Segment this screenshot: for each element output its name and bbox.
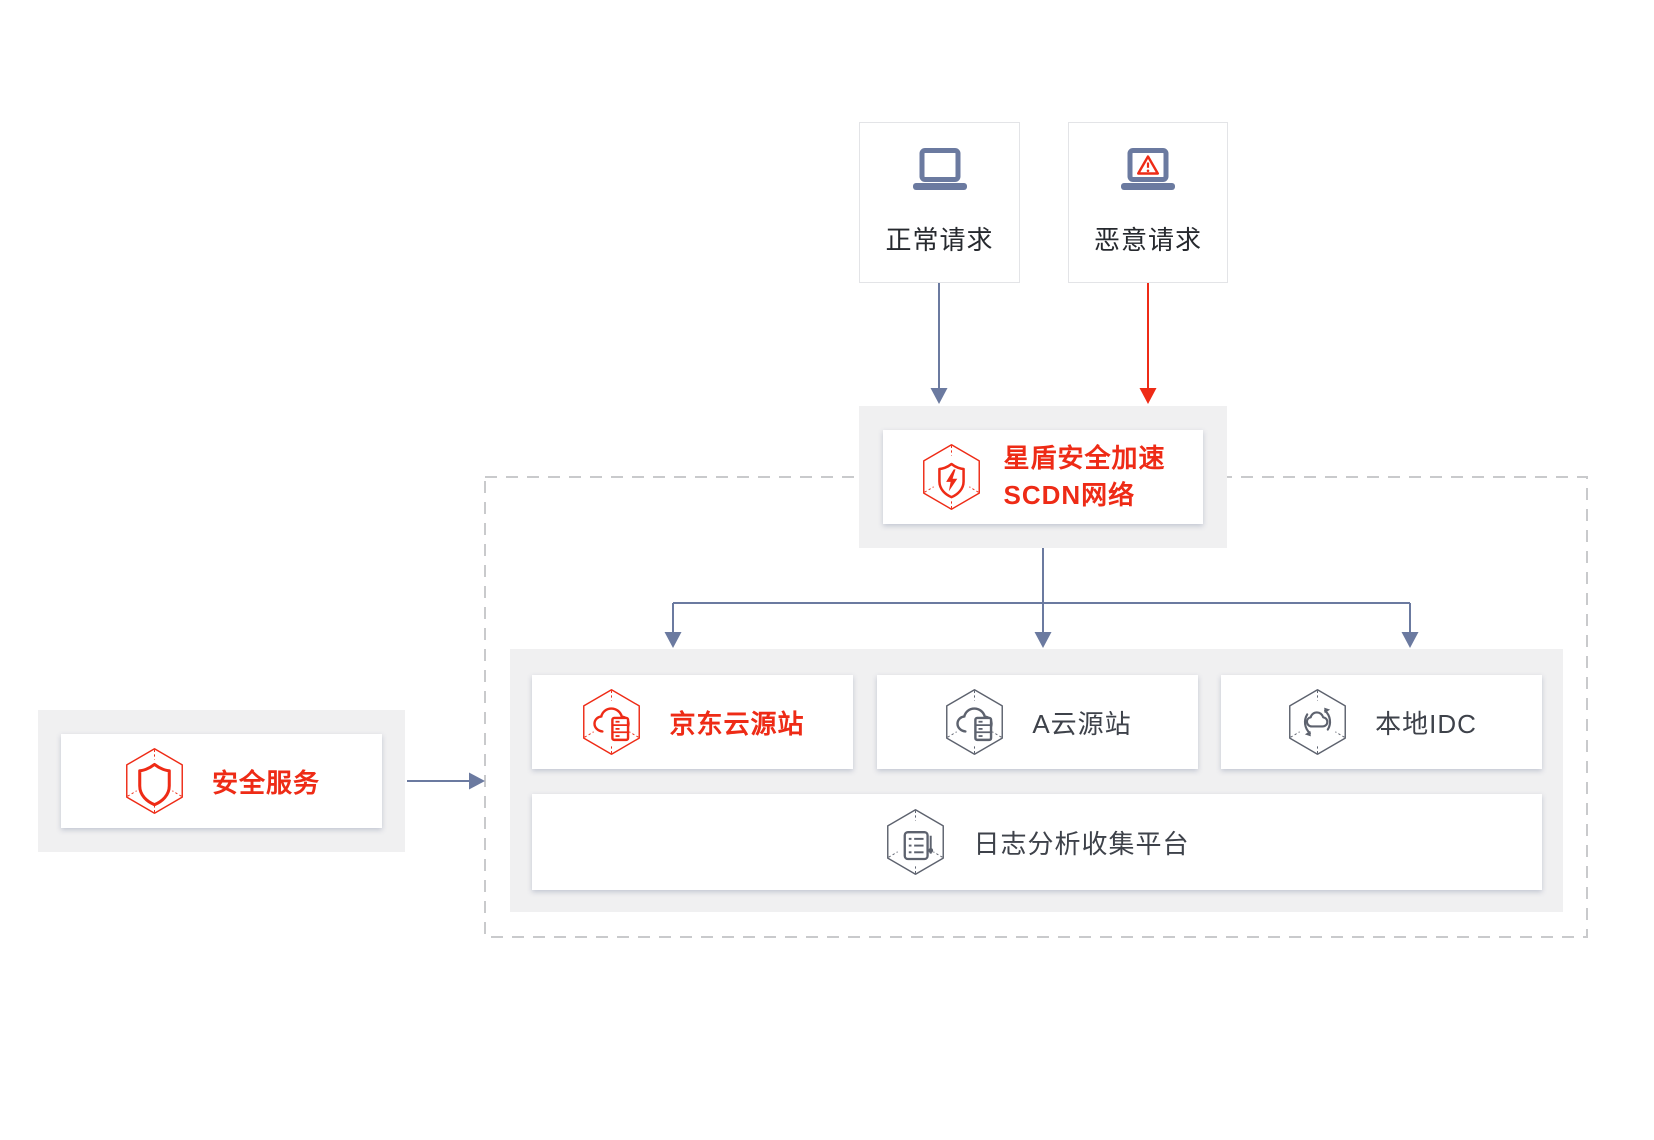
- hexagon-document-icon: [887, 809, 945, 875]
- scdn-title-line2: SCDN网络: [1003, 480, 1136, 510]
- hexagon-cloud-server-red-icon: [583, 689, 641, 755]
- scdn-distribution-connector: [664, 548, 1419, 648]
- security-service-label: 安全服务: [211, 767, 320, 798]
- laptop-icon: [912, 148, 967, 190]
- hexagon-cloud-server-gray-icon: [946, 689, 1004, 755]
- log-platform-label: 日志分析收集平台: [973, 828, 1190, 859]
- laptop-warning-icon: [1121, 148, 1175, 190]
- panel-origins: 京东云源站 A: [510, 649, 1563, 912]
- hexagon-shield-bolt-icon: [923, 444, 981, 510]
- jd-origin-label: 京东云源站: [669, 708, 805, 739]
- panel-scdn: 星盾安全加速 SCDN网络: [859, 406, 1227, 548]
- scdn-title: 星盾安全加速 SCDN网络: [1003, 440, 1165, 514]
- node-local-idc: 本地IDC: [1221, 675, 1542, 769]
- normal-request-arrow: [930, 283, 948, 404]
- malicious-request-arrow: [1139, 283, 1157, 404]
- node-log-platform: 日志分析收集平台: [532, 794, 1542, 890]
- panel-security-service: 安全服务: [38, 710, 405, 852]
- node-a-cloud-origin: A云源站: [877, 675, 1198, 769]
- node-normal-request: 正常请求: [859, 122, 1020, 283]
- malicious-request-label: 恶意请求: [1093, 225, 1202, 255]
- node-jd-origin: 京东云源站: [532, 675, 853, 769]
- scdn-title-line1: 星盾安全加速: [1003, 443, 1166, 473]
- hexagon-shield-icon: [126, 748, 183, 814]
- node-security-service: 安全服务: [61, 734, 382, 828]
- security-service-arrow: [407, 772, 485, 790]
- a-cloud-origin-label: A云源站: [1032, 708, 1132, 739]
- node-scdn: 星盾安全加速 SCDN网络: [883, 430, 1203, 524]
- local-idc-label: 本地IDC: [1375, 708, 1477, 739]
- normal-request-label: 正常请求: [885, 225, 994, 255]
- hexagon-cloud-sync-icon: [1289, 689, 1347, 755]
- node-malicious-request: 恶意请求: [1068, 122, 1228, 283]
